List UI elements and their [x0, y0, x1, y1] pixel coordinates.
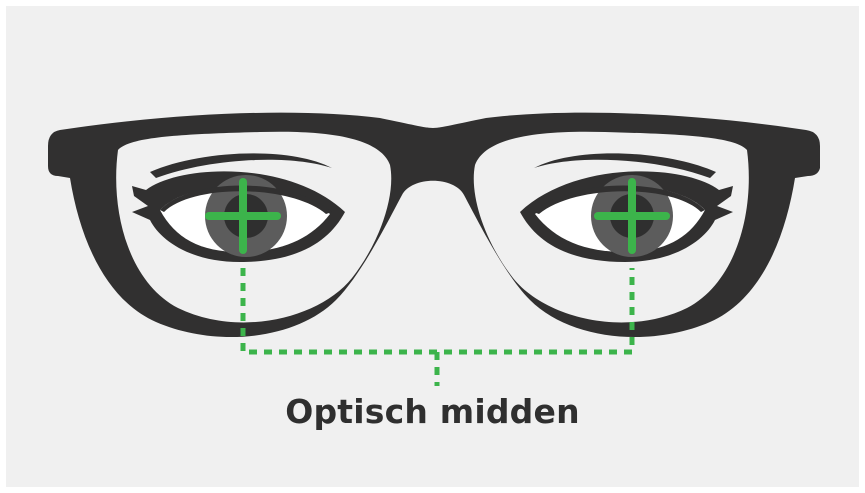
optical-center-bracket — [243, 268, 632, 386]
right-eye-icon — [520, 153, 733, 262]
left-eye-icon — [132, 153, 345, 262]
optical-center-caption: Optisch midden — [0, 392, 865, 431]
